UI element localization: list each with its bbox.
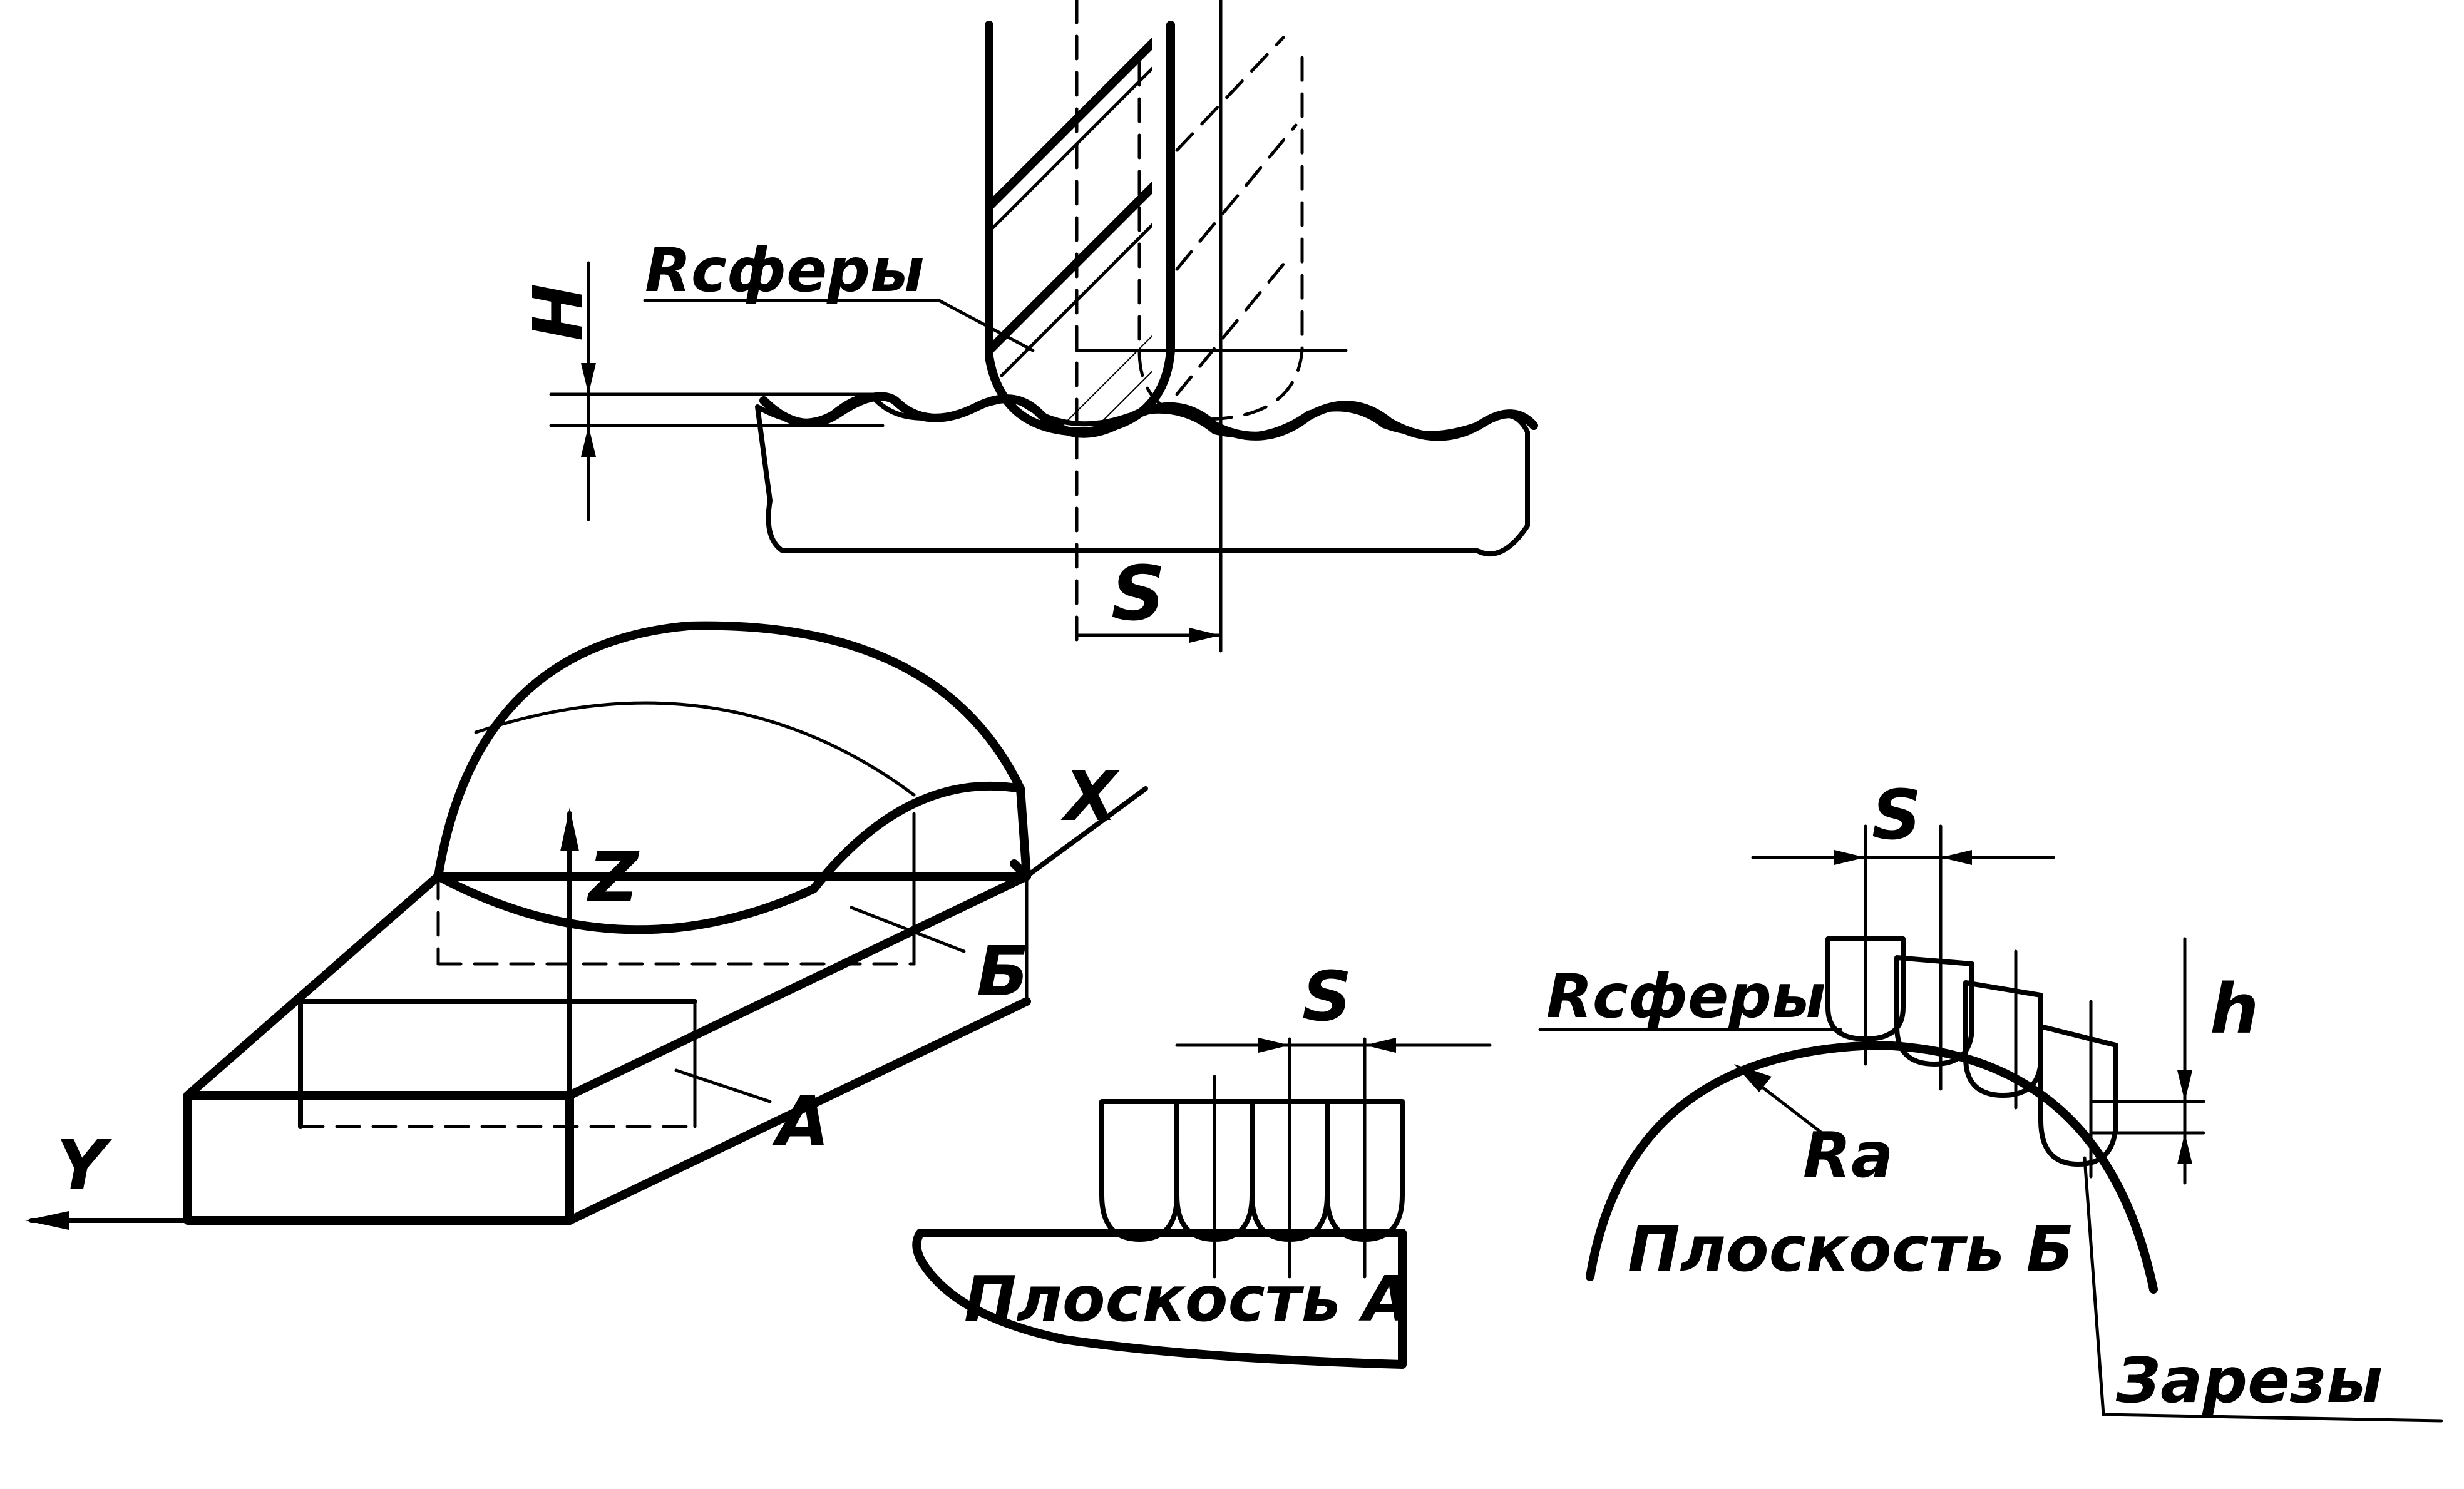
axis-y-label: Y: [56, 1125, 112, 1205]
top-section-view: H Rсферы S: [518, 0, 1538, 653]
block-outline: [183, 1091, 574, 1225]
plane-a-caption: Плоскость A: [964, 1262, 1411, 1336]
plane-a-base: [912, 1229, 1407, 1369]
isometric-view: Z X Y Б A: [25, 621, 1148, 1230]
plane-b-section: S Rсферы h Ra Плоскость Б Зарезы: [1538, 775, 2443, 1423]
h-upper-dimension: H: [518, 261, 885, 521]
axis-x-line: [1024, 786, 1148, 879]
plane-b-marker: Б: [977, 931, 1029, 1011]
plane-a-cutters: [1099, 1099, 1405, 1242]
sphere-arc: [1586, 1041, 2158, 1294]
h-lower-label: h: [2210, 969, 2259, 1049]
s-top-dimension: S: [1075, 551, 1223, 643]
s-top-label: S: [1111, 551, 1165, 638]
axis-x-label: X: [1060, 756, 1121, 836]
h-upper-label: H: [518, 284, 598, 341]
dome-outline: [434, 621, 1031, 881]
ball-end-cutter: [985, 21, 1175, 436]
workpiece-section: [755, 394, 1530, 556]
plane-a-marker: A: [771, 1082, 829, 1162]
r-sphere-right-label: Rсферы: [1546, 961, 1826, 1031]
plane-b-caption: Плоскость Б: [1628, 1212, 2074, 1286]
s-plane-b-label: S: [1872, 775, 1921, 855]
ra-label: Ra: [1803, 1118, 1893, 1192]
plane-a-section: S Плоскость A: [912, 956, 1492, 1369]
r-sphere-top-label: Rсферы: [645, 235, 925, 305]
notches-caption: Зарезы: [2115, 1344, 2383, 1417]
axis-z-label: Z: [587, 837, 640, 918]
s-plane-a-label: S: [1302, 956, 1352, 1036]
